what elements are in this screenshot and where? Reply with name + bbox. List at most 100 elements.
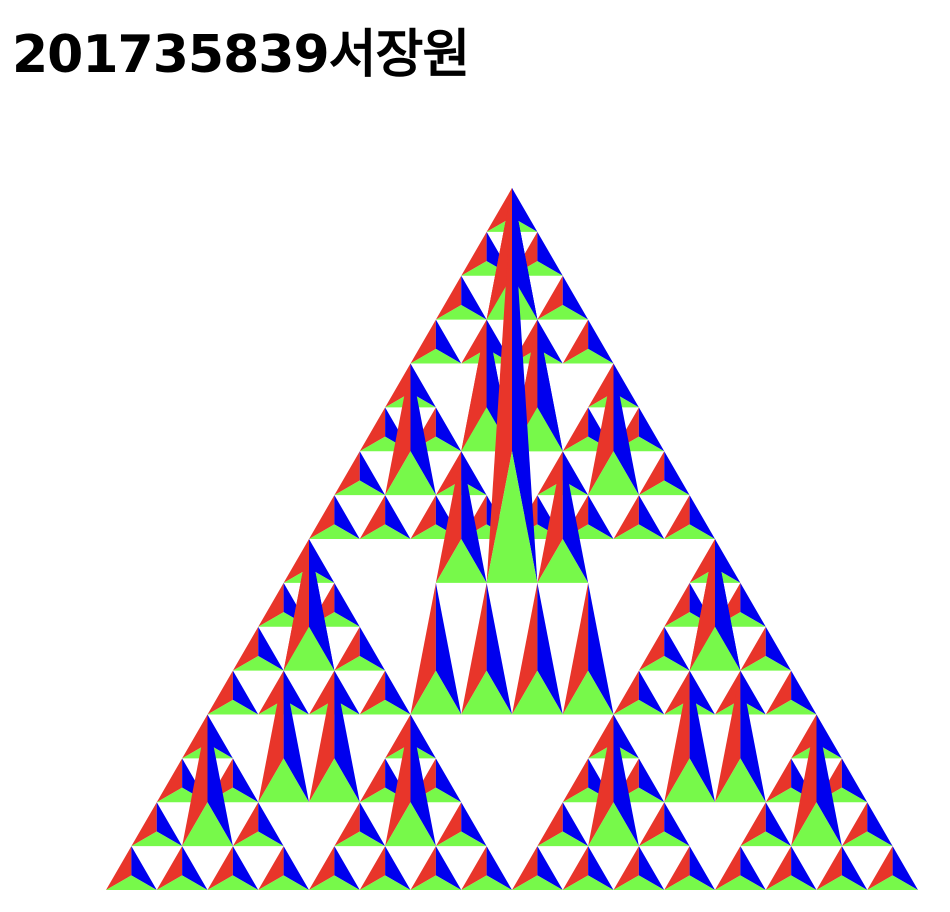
gasket-face-right <box>689 495 715 539</box>
gasket-face-left <box>562 407 589 452</box>
gasket-face-left <box>435 451 462 583</box>
gasket-face-right <box>613 714 639 759</box>
gasket-face-left <box>435 451 462 496</box>
gasket-face-bottom <box>664 524 715 539</box>
gasket-face-left <box>562 582 589 715</box>
gasket-face-bottom <box>638 831 690 847</box>
gasket-face-right <box>537 582 563 715</box>
gasket-face-right <box>283 846 309 890</box>
gasket-face-left <box>638 626 665 671</box>
gasket-face-right <box>385 846 411 890</box>
gasket-face-bottom <box>537 539 589 583</box>
gasket-face-left <box>715 670 741 803</box>
gasket-face-left <box>512 582 538 715</box>
gasket-face-right <box>740 846 766 890</box>
gasket-face-bottom <box>461 670 512 715</box>
gasket-face-right <box>309 539 335 671</box>
gasket-face-right <box>638 495 665 539</box>
gasket-face-right <box>410 363 436 496</box>
gasket-face-right <box>740 582 766 627</box>
gasket-face-left <box>613 670 639 715</box>
gasket-face-right <box>461 451 487 583</box>
gasket-face-bottom <box>461 875 512 890</box>
gasket-face-right <box>461 275 487 320</box>
gasket-face-left <box>740 802 766 847</box>
gasket-face-right <box>613 363 639 408</box>
gasket-face-left <box>359 846 386 890</box>
gasket-face-right <box>334 582 360 627</box>
gasket-face-bottom <box>410 348 462 364</box>
gasket-face-left <box>664 846 690 890</box>
gasket-face-right <box>232 846 259 890</box>
gasket-face-right <box>816 714 842 759</box>
gasket-face-right <box>512 188 538 232</box>
gasket-face-left <box>613 846 639 890</box>
gasket-face-bottom <box>562 670 614 715</box>
gasket-face-left <box>841 802 868 847</box>
gasket-face-left <box>689 539 715 583</box>
gasket-face-bottom <box>131 831 183 847</box>
gasket-face-right <box>613 714 639 847</box>
gasket-face-right <box>689 846 715 890</box>
gasket-face-right <box>385 495 411 539</box>
gasket-face-left <box>461 231 487 276</box>
gasket-face-bottom <box>385 451 436 496</box>
gasket-face-right <box>537 319 563 452</box>
gasket-face-left <box>410 846 436 890</box>
gasket-face-bottom <box>258 758 309 803</box>
gasket-face-left <box>588 714 614 759</box>
gasket-face-left <box>765 670 792 715</box>
gasket-face-right <box>385 670 411 715</box>
gasket-face-left <box>588 714 614 847</box>
gasket-face-right <box>715 539 741 583</box>
gasket-face-right <box>740 670 766 715</box>
gasket-face-bottom <box>359 699 411 715</box>
gasket-face-right <box>892 846 918 890</box>
gasket-face-right <box>638 407 665 452</box>
gasket-face-left <box>258 670 284 715</box>
gasket-face-right <box>334 670 360 803</box>
gasket-face-bottom <box>512 670 563 715</box>
gasket-face-left <box>283 539 309 671</box>
gasket-face-bottom <box>334 831 386 847</box>
gasket-face-right <box>841 846 868 890</box>
gasket-face-right <box>410 363 436 408</box>
gasket-face-right <box>359 451 386 496</box>
gasket-face-right <box>359 626 386 671</box>
gasket-face-right <box>435 407 462 452</box>
gasket-face-bottom <box>232 656 284 671</box>
gasket-face-right <box>588 846 614 890</box>
gasket-face-left <box>359 758 386 803</box>
gasket-face-left <box>232 802 259 847</box>
gasket-face-right <box>309 539 335 583</box>
gasket-face-left <box>309 670 335 803</box>
gasket-face-left <box>512 319 538 364</box>
gasket-face-bottom <box>791 802 842 847</box>
gasket-face-bottom <box>816 875 868 890</box>
gasket-face-right <box>715 539 741 671</box>
gasket-face-bottom <box>435 305 487 320</box>
gasket-face-bottom <box>435 539 487 583</box>
gasket-face-left <box>486 188 512 320</box>
gasket-face-left <box>334 802 360 847</box>
gasket-face-bottom <box>309 524 360 539</box>
gasket-face-right <box>537 846 563 890</box>
gasket-face-bottom <box>638 480 690 496</box>
gasket-face-left <box>638 802 665 847</box>
gasket-face-right <box>588 319 614 364</box>
gasket-face-bottom <box>359 524 411 539</box>
gasket-face-right <box>207 714 233 847</box>
gasket-face-left <box>385 363 411 408</box>
gasket-face-bottom <box>588 802 639 847</box>
gasket-face-right <box>232 670 259 715</box>
gasket-face-right <box>867 802 893 847</box>
gasket-face-right <box>232 758 259 803</box>
gasket-face-bottom <box>385 802 436 847</box>
gasket-face-left <box>359 407 386 452</box>
gasket-face-right <box>435 846 462 890</box>
gasket-face-right <box>664 626 690 671</box>
gasket-face-bottom <box>664 758 715 803</box>
gasket-face-right <box>562 275 589 320</box>
gasket-face-left <box>638 451 665 496</box>
